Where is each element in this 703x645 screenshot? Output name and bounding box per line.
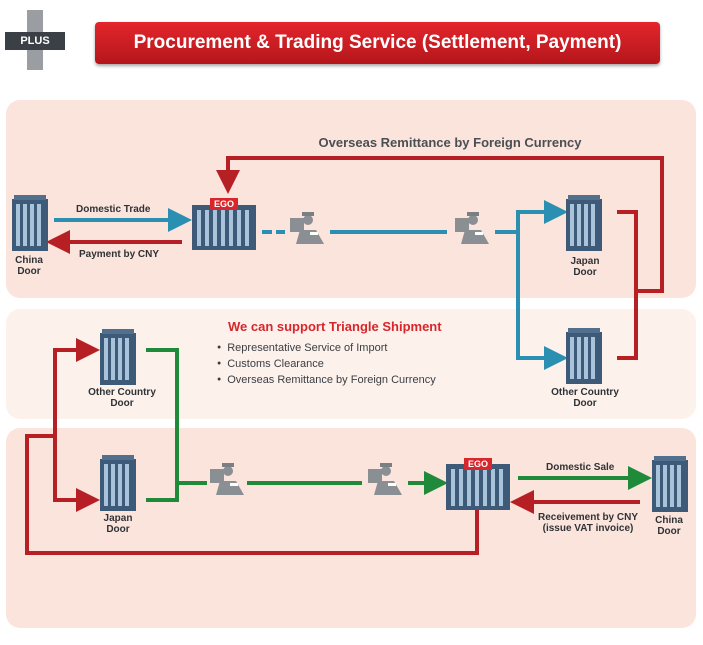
customs-officer-icon	[455, 212, 489, 244]
japan-door-building-bottom-icon	[100, 455, 136, 511]
bottom-remittance-line	[25, 338, 479, 555]
list-item: Representative Service of Import	[217, 340, 436, 356]
customs-officer-icon	[210, 463, 244, 495]
blue-supply-line	[262, 200, 568, 370]
customs-officer-icon	[290, 212, 324, 244]
green-supply-line	[146, 348, 448, 502]
list-item: Customs Clearance	[217, 356, 436, 372]
triangle-shipment-heading: We can support Triangle Shipment	[228, 319, 442, 334]
china-door-building-icon	[12, 195, 48, 251]
overseas-remittance-label: Overseas Remittance by Foreign Currency	[318, 135, 582, 150]
china-door-building-bottom-icon	[652, 456, 688, 512]
payment-cny-label: Payment by CNY	[79, 249, 160, 260]
service-bullet-list: Representative Service of Import Customs…	[217, 340, 436, 388]
plus-badge: PLUS	[5, 10, 65, 70]
ego-top-tag: EGO	[210, 198, 238, 210]
japan-door-building-top-icon	[566, 195, 602, 251]
domestic-trade-label: Domestic Trade	[76, 204, 151, 215]
customs-officer-icon	[368, 463, 402, 495]
domestic-sale-label: Domestic Sale	[546, 462, 615, 473]
page-title: Procurement & Trading Service (Settlemen…	[95, 22, 660, 64]
ego-building-top-icon	[192, 205, 256, 250]
ego-bottom-tag: EGO	[464, 458, 492, 470]
list-item: Overseas Remittance by Foreign Currency	[217, 372, 435, 388]
other-country-building-top-icon	[566, 328, 602, 384]
receivement-label: Receivement by CNY(issue VAT invoice)	[537, 512, 639, 534]
other-country-building-bottom-icon	[100, 329, 136, 385]
ego-building-bottom-icon	[446, 464, 510, 510]
overseas-remittance-line	[216, 156, 664, 360]
plus-badge-label: PLUS	[20, 35, 50, 47]
